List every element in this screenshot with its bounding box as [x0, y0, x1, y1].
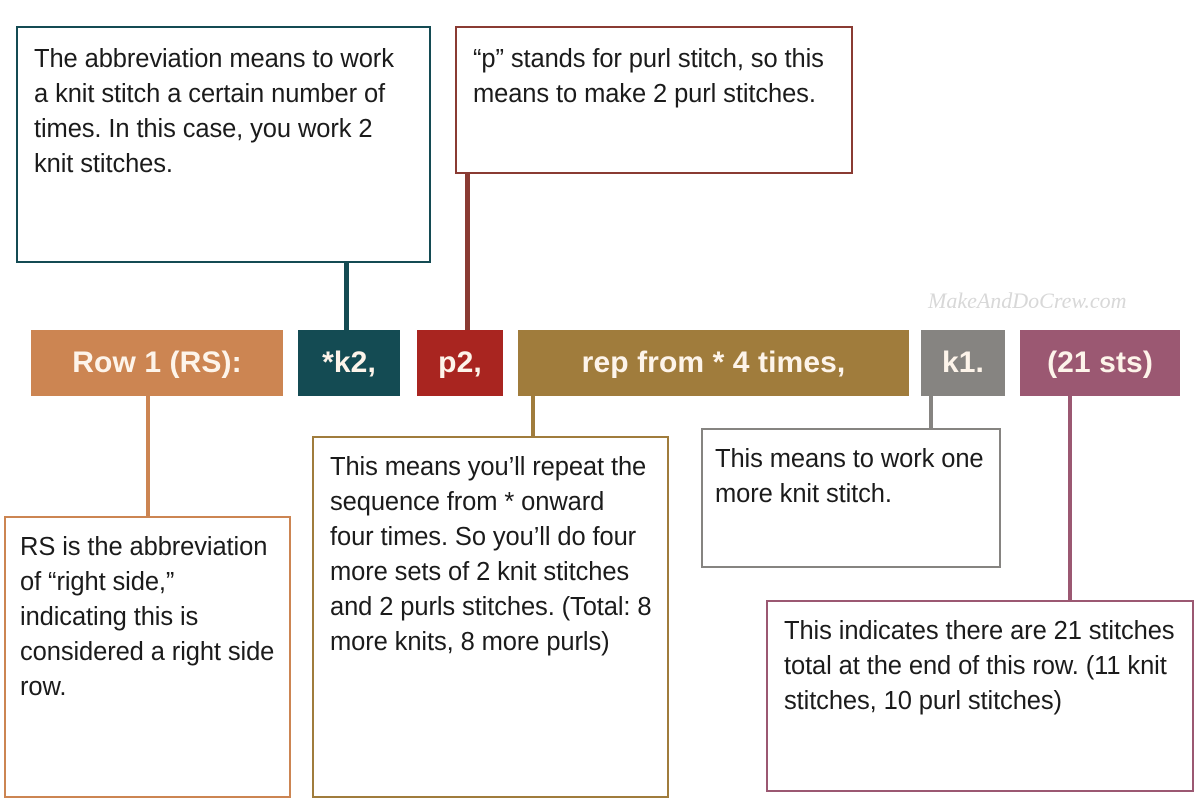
connector-rep — [531, 394, 535, 438]
chip-k1[interactable]: k1. — [921, 330, 1005, 396]
callout-rep-note: This means you’ll repeat the sequence fr… — [312, 436, 669, 798]
callout-p2-note: “p” stands for purl stitch, so this mean… — [455, 26, 853, 174]
chip-sts[interactable]: (21 sts) — [1020, 330, 1180, 396]
callout-k2-note-text: The abbreviation means to work a knit st… — [34, 45, 394, 178]
callout-rep-note-text: This means you’ll repeat the sequence fr… — [330, 453, 652, 656]
connector-p2 — [465, 172, 470, 332]
chip-k2[interactable]: *k2, — [298, 330, 400, 396]
chip-rep[interactable]: rep from * 4 times, — [518, 330, 909, 396]
connector-k1 — [929, 394, 933, 430]
connector-k2 — [344, 262, 349, 332]
chip-row-label[interactable]: Row 1 (RS): — [31, 330, 283, 396]
connector-sts — [1068, 394, 1072, 602]
callout-k1-note: This means to work one more knit stitch. — [701, 428, 1001, 568]
callout-rs-note: RS is the abbreviation of “right side,” … — [4, 516, 291, 798]
callout-k1-note-text: This means to work one more knit stitch. — [715, 445, 984, 508]
callout-k2-note: The abbreviation means to work a knit st… — [16, 26, 431, 263]
callout-sts-note: This indicates there are 21 stitches tot… — [766, 600, 1194, 792]
watermark: MakeAndDoCrew.com — [928, 288, 1127, 313]
connector-row-label — [146, 394, 150, 518]
callout-rs-note-text: RS is the abbreviation of “right side,” … — [20, 533, 275, 701]
callout-p2-note-text: “p” stands for purl stitch, so this mean… — [473, 45, 824, 108]
callout-sts-note-text: This indicates there are 21 stitches tot… — [784, 617, 1175, 715]
chip-p2[interactable]: p2, — [417, 330, 503, 396]
